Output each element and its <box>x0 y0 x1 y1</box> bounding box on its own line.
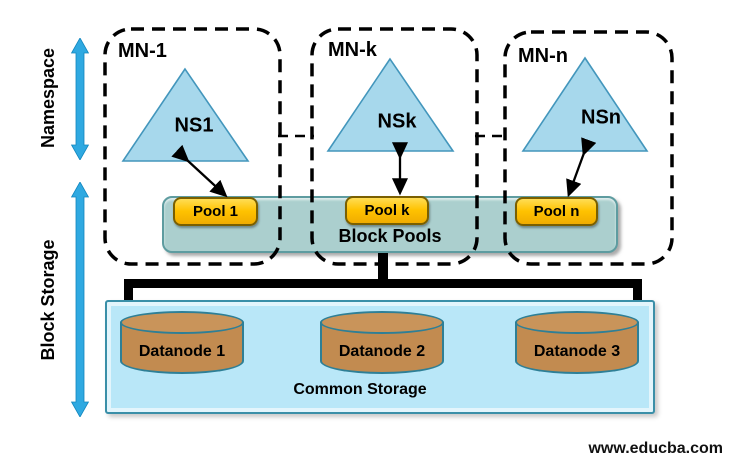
nsn-label: NSn <box>581 106 621 129</box>
ns1-pool1-arrow <box>171 144 228 198</box>
cylinder-top <box>515 311 639 334</box>
nsk-triangle <box>326 57 455 152</box>
nsn-triangle <box>521 56 649 152</box>
pool-k: Pool k <box>345 196 429 225</box>
pool-1: Pool 1 <box>173 197 258 226</box>
ns1-label: NS1 <box>174 114 214 137</box>
namespace-axis-label: Namespace <box>38 47 58 149</box>
datanode-3-cylinder: Datanode 3 <box>515 311 639 375</box>
datanode-1-cylinder: Datanode 1 <box>120 311 244 375</box>
bracket-horizontal <box>124 279 642 288</box>
datanode-3-label: Datanode 3 <box>533 343 621 360</box>
bracket-left-tick <box>124 279 133 303</box>
cylinder-top <box>120 311 244 334</box>
block-pools-label: Block Pools <box>338 226 442 246</box>
mn-n-label: MN-n <box>518 45 568 67</box>
mn-1-label: MN-1 <box>118 40 167 62</box>
nsn-pooln-arrow <box>566 137 597 198</box>
nsk-label: NSk <box>377 110 417 133</box>
watermark: www.educba.com <box>588 440 723 457</box>
datanode-2-cylinder: Datanode 2 <box>320 311 444 375</box>
mn-k-label: MN-k <box>328 39 377 61</box>
common-storage-label: Common Storage <box>293 381 427 398</box>
datanode-2-label: Datanode 2 <box>338 343 426 360</box>
cylinder-top <box>320 311 444 334</box>
namespace-range-arrow-icon <box>71 38 89 160</box>
block-storage-axis-label: Block Storage <box>38 239 58 361</box>
datanode-1-label: Datanode 1 <box>138 343 226 360</box>
bracket-stub <box>378 253 388 284</box>
bracket-right-tick <box>633 279 642 303</box>
pool-n: Pool n <box>515 197 598 226</box>
block-storage-range-arrow-icon <box>71 182 89 417</box>
